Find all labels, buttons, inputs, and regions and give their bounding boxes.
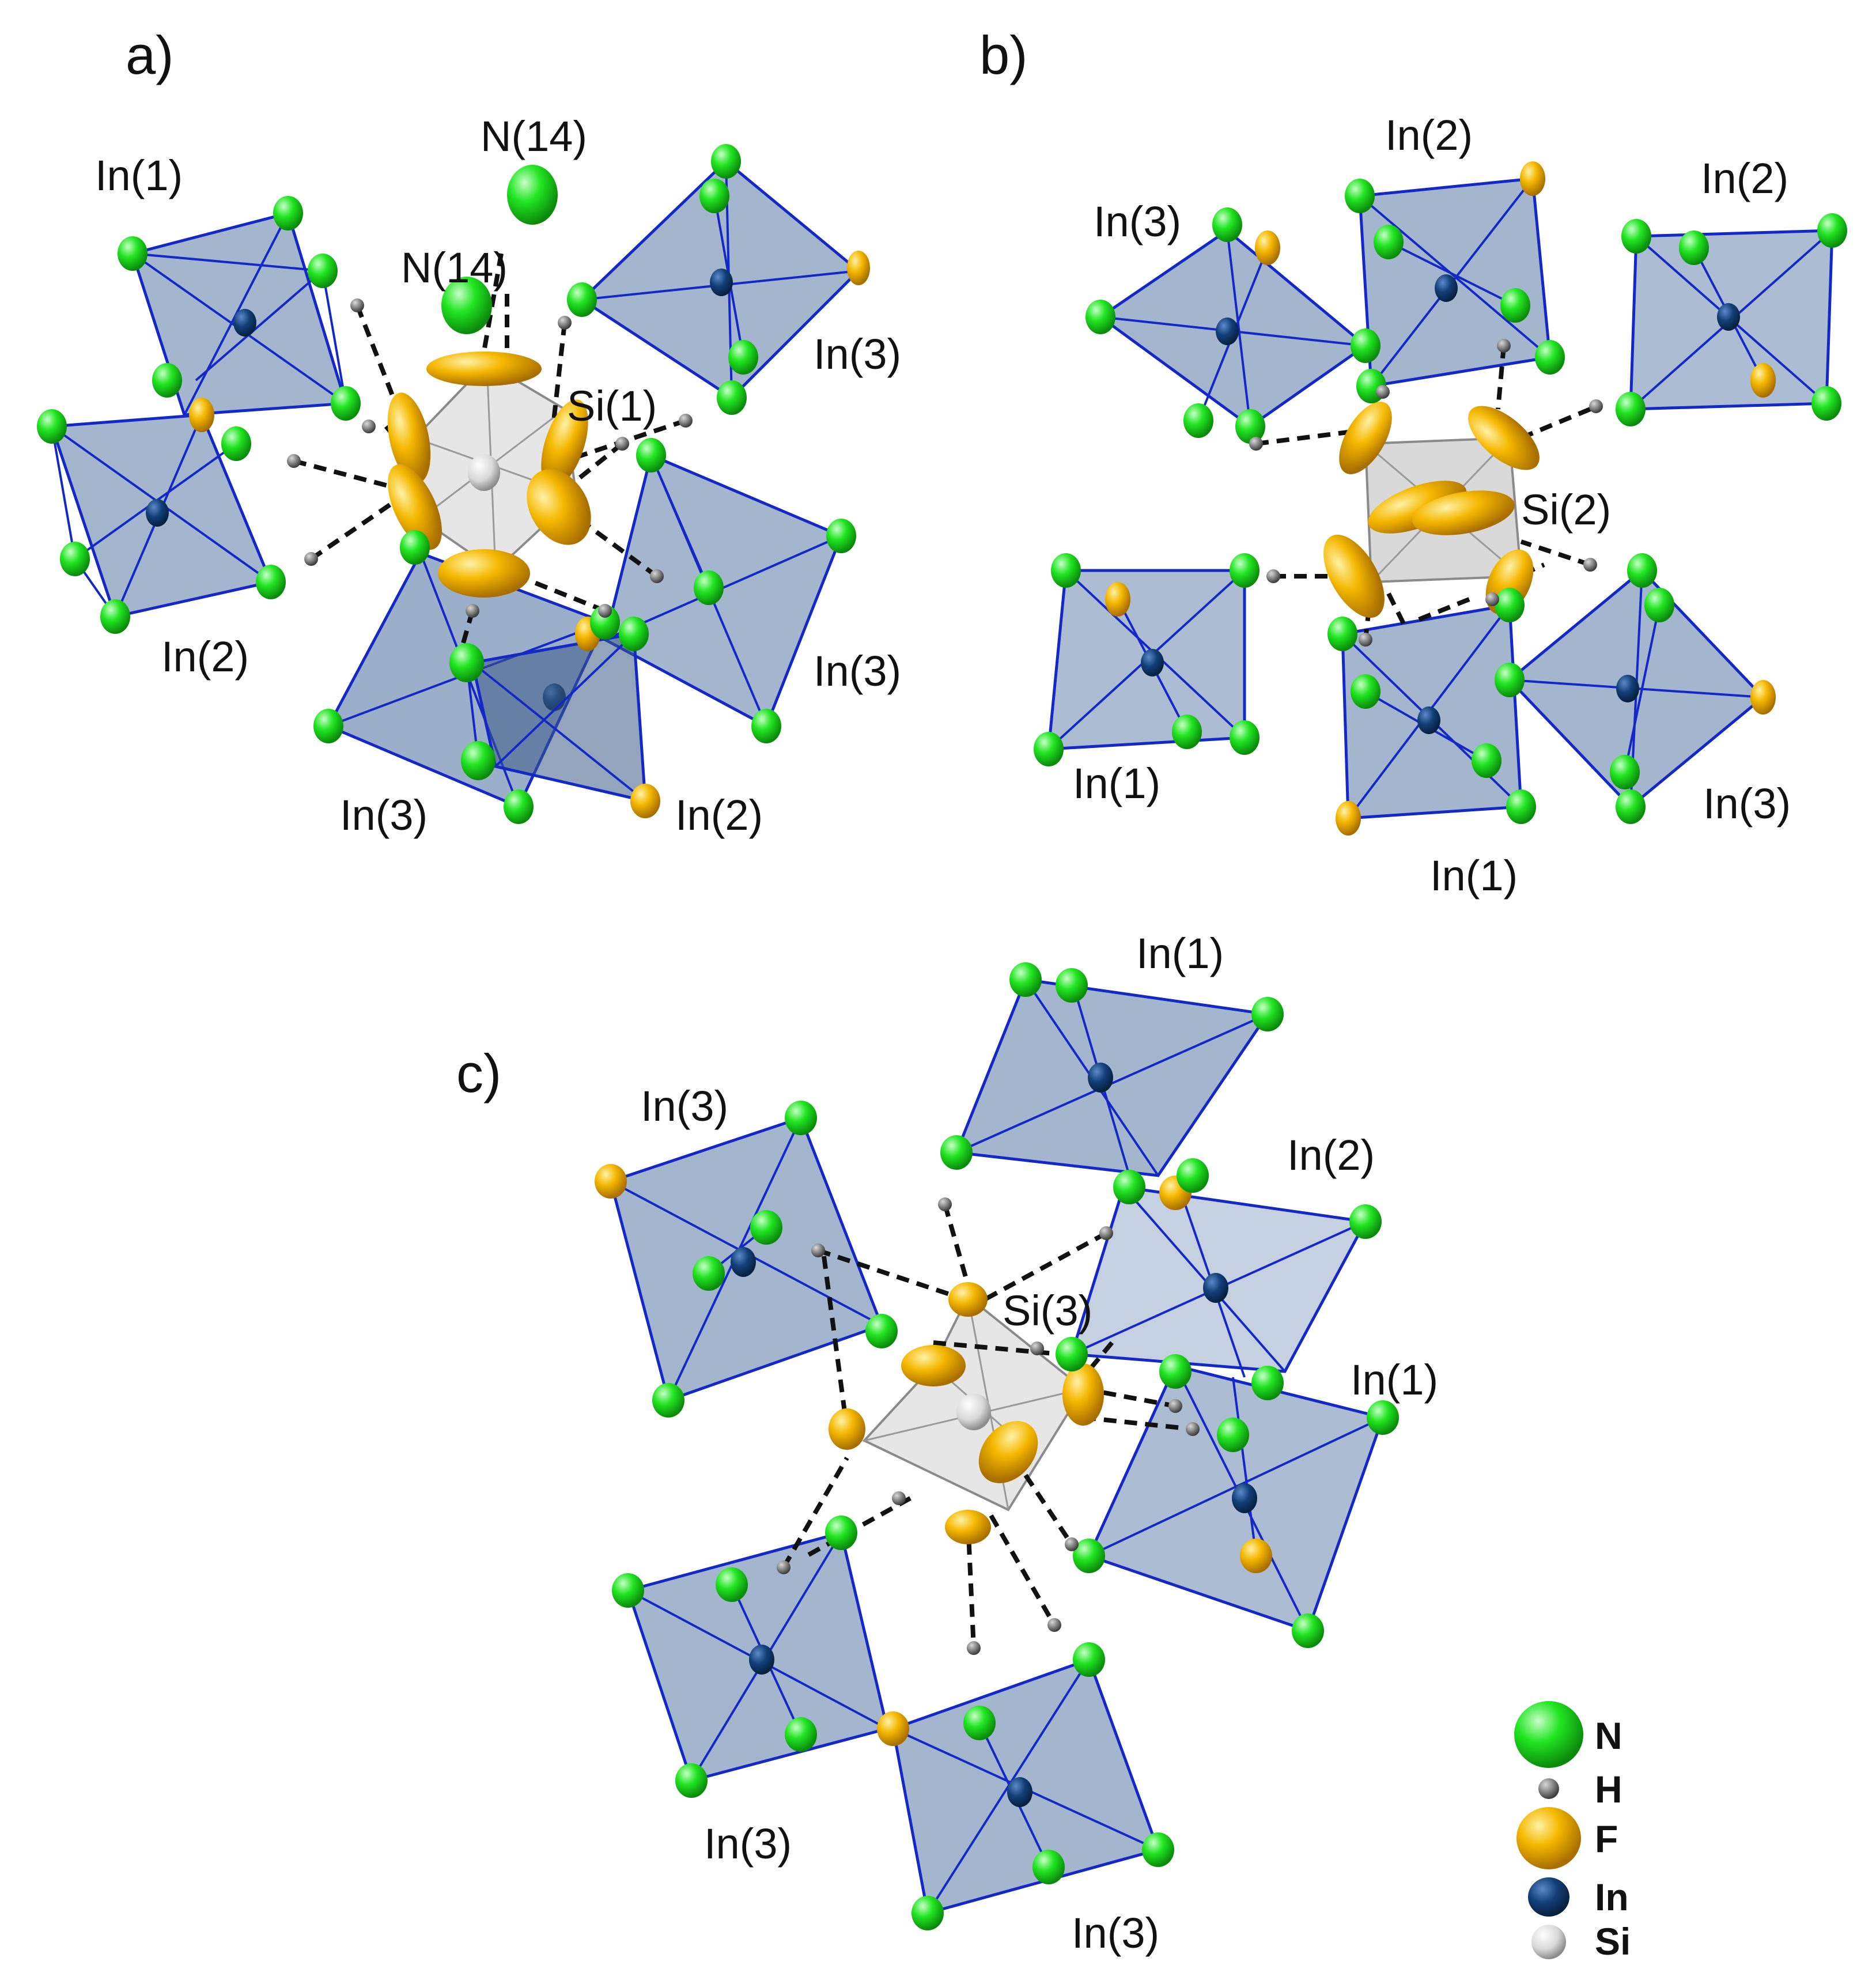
hydrogen-atoms-b: [1249, 339, 1603, 647]
panel-a: a): [37, 25, 901, 839]
nitrogen-atoms-c: [612, 962, 1399, 1930]
panel-c: c): [456, 929, 1438, 1957]
silicon-atom-icon: [1531, 1925, 1566, 1959]
in3-octahedron-c-bottom: [891, 1657, 1160, 1915]
nitrogen-atoms-a: [37, 144, 856, 824]
label-in1-b-bottom: In(1): [1430, 852, 1518, 900]
label-in1-a: In(1): [95, 152, 183, 199]
label-n14-upper: N(14): [481, 112, 587, 160]
legend-label-h: H: [1595, 1768, 1622, 1811]
label-in1-c-top: In(1): [1136, 929, 1224, 977]
in1-octahedron-c-top: [954, 978, 1270, 1177]
label-in2-c: In(2): [1287, 1131, 1375, 1179]
legend-label-si: Si: [1595, 1920, 1631, 1963]
label-in2-a-bottom: In(2): [675, 791, 763, 839]
label-in3-a-right: In(3): [814, 647, 901, 695]
hydrogen-atom-icon: [1538, 1778, 1559, 1799]
panel-b: b): [979, 25, 1847, 900]
legend-label-f: F: [1595, 1817, 1618, 1860]
in3-octahedron-b-top: [1098, 228, 1368, 429]
atom-legend: N H F In Si: [1514, 1701, 1631, 1963]
label-in3-c-bottom: In(3): [1072, 1909, 1159, 1957]
in2-octahedron-b-middle: [1358, 177, 1552, 388]
in2-octahedron-a-left: [50, 413, 273, 618]
label-in2-a-left: In(2): [161, 633, 249, 681]
fluorine-atoms-c: [595, 1164, 1272, 1746]
in3-octahedron-c-top: [608, 1116, 884, 1403]
panel-c-label: c): [456, 1043, 501, 1104]
label-in2-b-right: In(2): [1701, 154, 1788, 202]
label-in3-a-bottom: In(3): [340, 791, 428, 839]
label-si2: Si(2): [1521, 486, 1611, 534]
label-in3-a-top: In(3): [814, 330, 901, 378]
label-in3-b-top: In(3): [1094, 198, 1181, 245]
label-si1: Si(1): [567, 382, 657, 430]
panel-a-label: a): [126, 25, 174, 85]
in2-octahedron-c-right: [1069, 1185, 1368, 1378]
legend-label-in: In: [1595, 1876, 1629, 1918]
hydrogen-atoms-a: [287, 298, 693, 618]
fluorine-atom-icon: [1516, 1807, 1581, 1869]
in3-octahedron-c-bottom-left: [626, 1530, 889, 1783]
in1-octahedron-c-right: [1087, 1364, 1385, 1633]
in1-octahedron-b-left: [1047, 569, 1246, 751]
label-in1-b-left: In(1): [1073, 759, 1160, 807]
label-in3-c-bottom-left: In(3): [704, 1820, 792, 1868]
legend-label-n: N: [1595, 1714, 1622, 1757]
label-in2-b-middle: In(2): [1385, 111, 1473, 159]
label-si3: Si(3): [1003, 1287, 1092, 1335]
label-in3-b-right: In(3): [1703, 780, 1791, 827]
nitrogen-atoms-b: [1034, 179, 1847, 824]
label-in1-c-right: In(1): [1351, 1356, 1438, 1404]
indium-atom-icon: [1528, 1877, 1569, 1917]
panel-b-label: b): [979, 25, 1028, 85]
fluorine-atoms-a: [189, 251, 870, 818]
nitrogen-atom-icon: [1514, 1701, 1583, 1768]
hydrogen-atoms-c: [777, 1197, 1200, 1655]
in2-octahedron-b-right: [1629, 229, 1834, 411]
label-in3-c-top: In(3): [641, 1082, 728, 1130]
label-n14-lower: N(14): [401, 244, 508, 292]
